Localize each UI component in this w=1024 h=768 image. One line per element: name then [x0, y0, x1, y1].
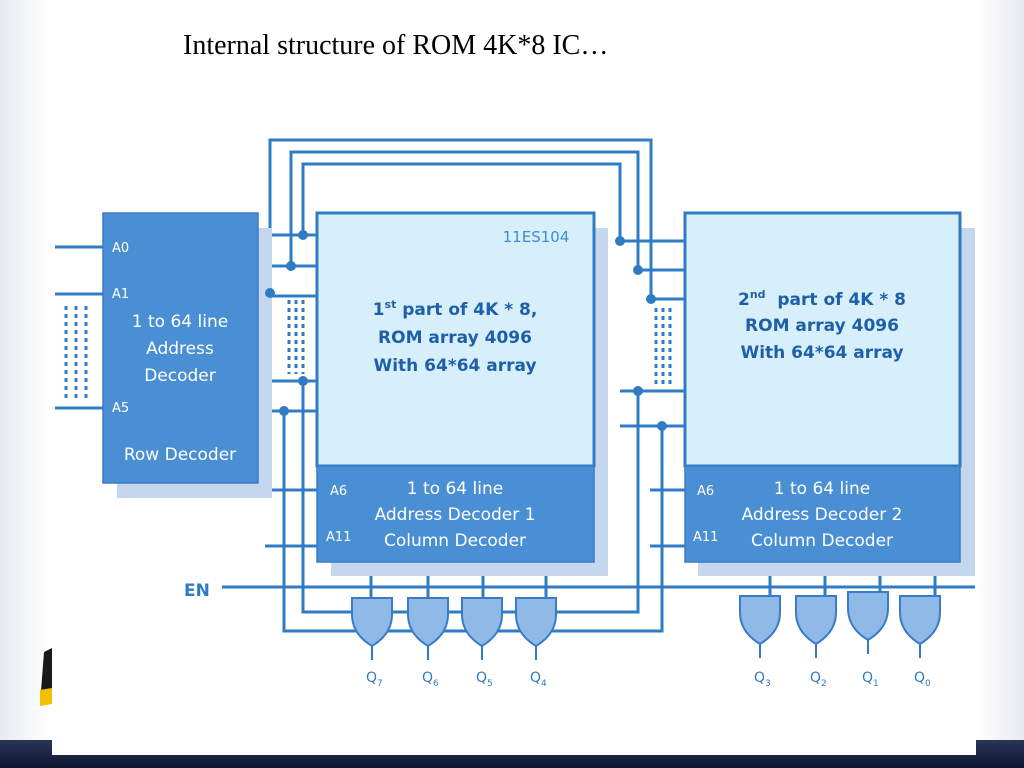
- output-label: Q7: [366, 670, 383, 689]
- row-decoder-pin-a5: A5: [112, 401, 129, 416]
- junction-dot: [646, 294, 656, 304]
- rom1-decoder-line2: Address Decoder 1: [375, 505, 536, 525]
- rom1-code-label: 11ES104: [503, 228, 570, 246]
- output-labels: Q7 Q6 Q5 Q4 Q3 Q2 Q1 Q0: [366, 670, 931, 689]
- rom1-line2: ROM array 4096: [378, 328, 532, 348]
- slide-title: Internal structure of ROM 4K*8 IC…: [183, 30, 609, 61]
- and-gate-icon: [461, 597, 503, 648]
- row-decoder-caption: Row Decoder: [124, 445, 236, 465]
- output-gates: [351, 591, 941, 660]
- rom2-line3: With 64*64 array: [740, 343, 903, 363]
- and-gate-icon: [515, 597, 557, 648]
- output-label: Q2: [810, 670, 827, 689]
- junction-dot: [615, 236, 625, 246]
- rom1-decoder-pin-a6: A6: [330, 484, 347, 499]
- junction-dot: [657, 421, 667, 431]
- output-label: Q1: [862, 670, 879, 689]
- output-label: Q4: [530, 670, 547, 689]
- rom1-column-decoder-block: [316, 465, 595, 563]
- row-decoder-block: [102, 212, 259, 484]
- wire-segment: [289, 150, 685, 272]
- wire-segment: [301, 162, 685, 243]
- and-gate-icon: [351, 597, 393, 648]
- logo-fragment: [40, 648, 52, 706]
- rom1-array-block: [315, 211, 596, 468]
- wire-segment: [268, 138, 685, 301]
- row-decoder-line3: Decoder: [144, 366, 216, 386]
- and-gate-icon: [407, 597, 449, 648]
- slide-footer-strip: [52, 740, 976, 755]
- and-gate-icon: [899, 595, 941, 646]
- row-decoder-line1: 1 to 64 line: [132, 312, 228, 332]
- output-label: Q6: [422, 670, 439, 689]
- rom2-array-block: [683, 211, 962, 468]
- rom1-line1: 1st part of 4K * 8,: [373, 298, 538, 320]
- and-gate-icon: [847, 591, 889, 642]
- junction-dots: [265, 230, 667, 431]
- junction-dot: [279, 406, 289, 416]
- row-decoder-line2: Address: [146, 339, 214, 359]
- rom2-line2: ROM array 4096: [745, 316, 899, 336]
- junction-dot: [286, 261, 296, 271]
- rom2-column-decoder-block: [684, 465, 961, 563]
- rom1-decoder-line1: 1 to 64 line: [407, 479, 503, 499]
- output-label: Q5: [476, 670, 493, 689]
- rom1-line3: With 64*64 array: [373, 356, 536, 376]
- output-label: Q0: [914, 670, 931, 689]
- rom2-decoder-line3: Column Decoder: [751, 531, 893, 551]
- rom2-decoder-line1: 1 to 64 line: [774, 479, 870, 499]
- row-decoder-pin-a1: A1: [112, 287, 129, 302]
- junction-dot: [265, 288, 275, 298]
- rom2-decoder-line2: Address Decoder 2: [742, 505, 903, 525]
- junction-dot: [298, 376, 308, 386]
- blocks: [102, 211, 975, 576]
- junction-dot: [633, 265, 643, 275]
- rom2-decoder-pin-a11: A11: [693, 530, 718, 545]
- and-gate-icon: [739, 595, 781, 646]
- and-gate-icon: [795, 595, 837, 646]
- junction-dot: [298, 230, 308, 240]
- output-label: Q3: [754, 670, 771, 689]
- enable-label: EN: [184, 581, 210, 601]
- rom1-decoder-pin-a11: A11: [326, 530, 351, 545]
- junction-dot: [633, 386, 643, 396]
- rom1-decoder-line3: Column Decoder: [384, 531, 526, 551]
- rom2-decoder-pin-a6: A6: [697, 484, 714, 499]
- rom2-line1: 2nd part of 4K * 8: [738, 288, 906, 310]
- row-decoder-pin-a0: A0: [112, 241, 129, 256]
